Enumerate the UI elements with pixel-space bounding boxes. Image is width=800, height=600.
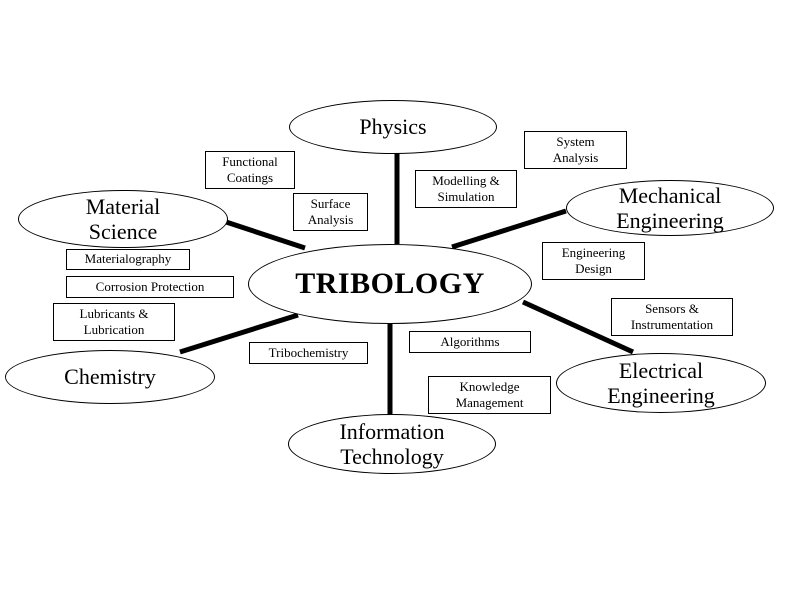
node-tribology: TRIBOLOGY — [248, 244, 532, 324]
node-material-science-label: Material Science — [85, 193, 161, 244]
topic-corrosion-protection: Corrosion Protection — [66, 276, 234, 298]
node-physics-label: Physics — [359, 114, 427, 140]
node-mechanical-engineering-label: Mechanical Engineering — [616, 182, 724, 233]
topic-surface-analysis: Surface Analysis — [293, 193, 368, 231]
node-mechanical-engineering: Mechanical Engineering — [566, 180, 774, 236]
topic-lubricants-lubrication: Lubricants & Lubrication — [53, 303, 175, 341]
topic-functional-coatings: Functional Coatings — [205, 151, 295, 189]
topic-engineering-design: Engineering Design — [542, 242, 645, 280]
topic-modelling-simulation: Modelling & Simulation — [415, 170, 517, 208]
node-material-science: Material Science — [18, 190, 228, 248]
connector-material-science — [219, 217, 306, 251]
node-chemistry: Chemistry — [5, 350, 215, 404]
node-tribology-label: TRIBOLOGY — [295, 266, 485, 300]
node-chemistry-label: Chemistry — [64, 364, 156, 390]
topic-system-analysis: System Analysis — [524, 131, 627, 169]
node-physics: Physics — [289, 100, 497, 154]
connector-chemistry — [179, 312, 299, 355]
topic-algorithms: Algorithms — [409, 331, 531, 353]
node-information-technology-label: Information Technology — [339, 418, 445, 469]
topic-tribochemistry: Tribochemistry — [249, 342, 368, 364]
topic-materialography: Materialography — [66, 249, 190, 270]
connector-electrical-engineering — [521, 299, 635, 355]
node-information-technology: Information Technology — [288, 414, 496, 474]
connector-mechanical-engineering — [451, 208, 567, 250]
node-electrical-engineering: Electrical Engineering — [556, 353, 766, 413]
node-electrical-engineering-label: Electrical Engineering — [607, 357, 715, 408]
topic-knowledge-management: Knowledge Management — [428, 376, 551, 414]
topic-sensors-instrumentation: Sensors & Instrumentation — [611, 298, 733, 336]
